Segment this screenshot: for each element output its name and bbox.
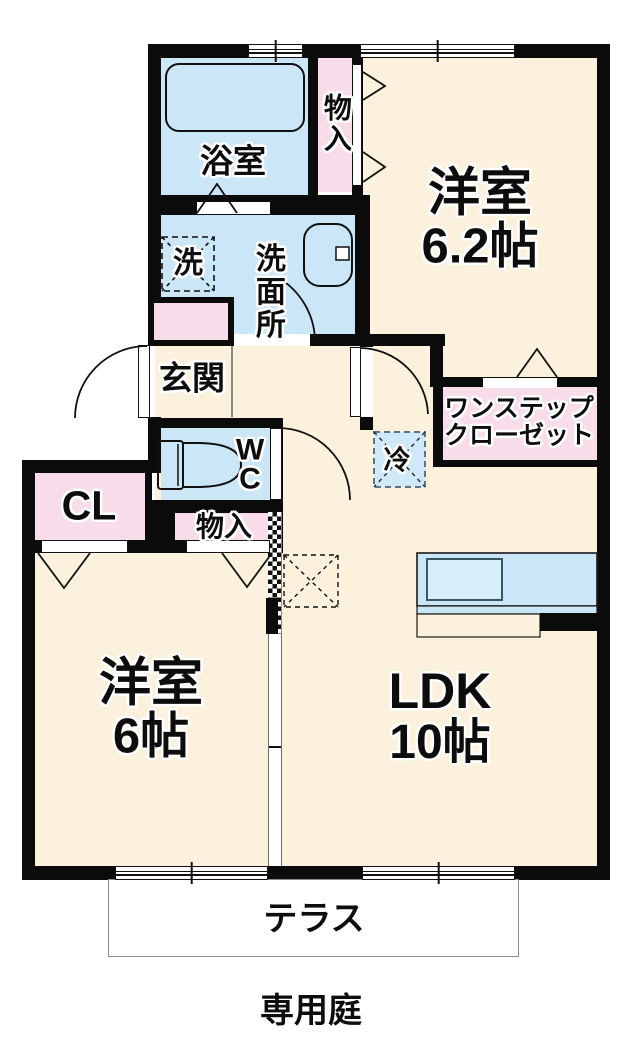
wc-line1: W: [235, 433, 265, 467]
western6-label: 洋室 6帖: [99, 656, 203, 763]
storage-mid-fill: [175, 513, 270, 542]
bathroom-floor: [155, 52, 318, 203]
terrace-label: テラス: [263, 899, 365, 938]
western6-window: [115, 862, 268, 884]
washroom-label: 洗面所: [250, 242, 284, 342]
cl-door-opening: [41, 540, 128, 553]
wall-left-lower: [22, 460, 35, 880]
ldk-size: 10帖: [389, 716, 491, 770]
wall-washroom-east: [355, 195, 370, 346]
ldk-door-leaf: [350, 347, 361, 417]
ldk-floor: [282, 420, 597, 866]
cl-closet-fill: [35, 473, 145, 540]
wall-wc-top: [148, 418, 283, 428]
one-step-closet-opening: [483, 378, 557, 388]
entrance-door-arc: [74, 345, 148, 419]
wall-bottom: [22, 866, 610, 880]
partition-tick: [269, 746, 281, 749]
wall-closet-connector: [430, 334, 443, 387]
bathroom-door-opening: [197, 202, 270, 214]
one-step-closet-line1: ワンステップ: [444, 394, 594, 423]
open-sliding-partition: [268, 634, 282, 866]
western6-size: 6帖: [112, 709, 190, 764]
entrance-label: 玄関: [159, 359, 225, 397]
western62-label: 洋室 6.2帖: [421, 166, 538, 273]
one-step-closet-fill: [443, 387, 597, 460]
western62-window: [360, 40, 515, 62]
wc-label: W C: [235, 433, 265, 495]
wc-door-leaf: [270, 428, 282, 500]
wc-line2: C: [239, 462, 261, 495]
storage-top-fill: [312, 58, 352, 192]
ldk-window: [362, 862, 515, 884]
one-step-closet-line2: クローゼット: [443, 421, 595, 449]
ldk-name: LDK: [388, 663, 492, 720]
bathroom-label: 浴室: [200, 142, 266, 180]
fridge-space-label: 冷: [383, 445, 411, 476]
cl-closet-label: CL: [61, 482, 117, 529]
entrance-door-leaf: [138, 345, 150, 418]
ldk-door-opening: [360, 347, 373, 417]
one-step-closet-label: ワンステップ クローゼット: [443, 394, 595, 449]
partition-wall-stub: [266, 598, 278, 634]
laundry-space-label: 洗: [173, 247, 203, 281]
western6-name: 洋室: [98, 654, 204, 713]
bathroom-window: [248, 40, 303, 62]
western-room-62-floor: [362, 58, 597, 377]
storage-top-door-leaf: [352, 64, 362, 186]
ldk-label: LDK 10帖: [389, 665, 492, 769]
storage-mid-label: 物入: [195, 511, 253, 543]
storage-top-label: 物入: [320, 93, 352, 155]
western62-size: 6.2帖: [421, 219, 539, 274]
shoe-cabinet-fill: [154, 303, 228, 340]
garden-label: 専用庭: [260, 991, 362, 1030]
western62-name: 洋室: [427, 164, 532, 223]
western-room-6-floor: [35, 547, 268, 866]
terrace-area: [108, 879, 519, 957]
wall-bathroom-east: [308, 58, 318, 198]
